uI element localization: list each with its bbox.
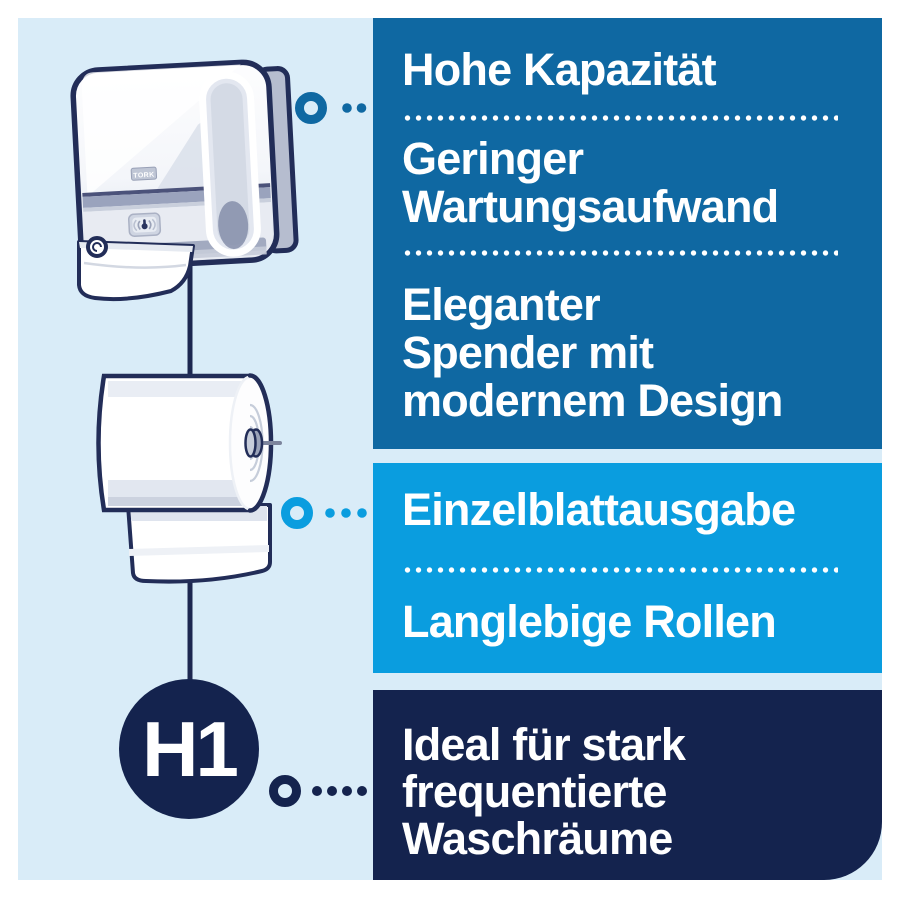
benefit-high-traffic: Ideal für stark frequentierte Waschräume bbox=[402, 719, 686, 864]
connector-ring-system-icon bbox=[269, 775, 367, 807]
dotted-separator bbox=[402, 567, 838, 573]
dotted-separator bbox=[402, 115, 838, 121]
benefit-single-sheet: Einzelblattausgabe bbox=[402, 484, 796, 535]
benefit-long-lasting-rolls: Langlebige Rollen bbox=[402, 596, 777, 647]
panel-dispenser-benefits: Hohe Kapazität Geringer Wartungsaufwand … bbox=[373, 18, 882, 449]
benefit-high-capacity: Hohe Kapazität bbox=[402, 44, 717, 95]
dispenser-front-band bbox=[199, 71, 261, 257]
benefit-low-maintenance: Geringer Wartungsaufwand bbox=[402, 133, 779, 232]
panel-refill-benefits: Einzelblattausgabe Langlebige Rollen bbox=[373, 463, 882, 673]
h1-badge-label: H1 bbox=[142, 705, 237, 793]
benefit-elegant-design: Eleganter Spender mit modernem Design bbox=[402, 279, 783, 426]
dotted-separator bbox=[402, 250, 838, 256]
panel-system-usage: Ideal für stark frequentierte Waschräume bbox=[373, 690, 882, 880]
connector-ring-dispenser-icon bbox=[295, 92, 367, 124]
sensor-icon bbox=[127, 212, 162, 238]
paper-curl bbox=[86, 236, 108, 258]
brand-logo: TORK bbox=[130, 166, 158, 181]
dispenser-illustration: TORK bbox=[70, 59, 299, 302]
connector-ring-refill-icon bbox=[281, 497, 367, 529]
roll-end-cap bbox=[228, 373, 282, 513]
h1-badge: H1 bbox=[119, 679, 259, 819]
brand-logo-text: TORK bbox=[133, 172, 155, 180]
paper-roll-illustration bbox=[96, 373, 282, 584]
